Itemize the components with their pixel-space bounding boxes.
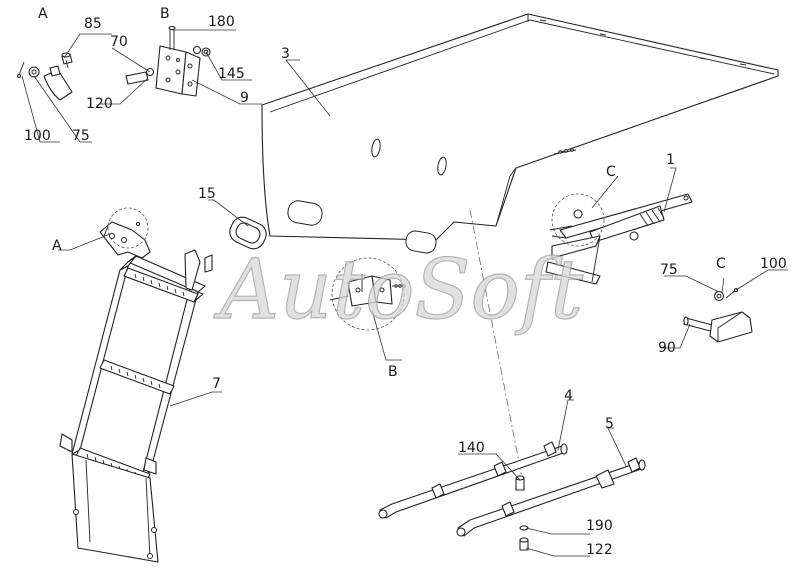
label-part-9: 9 <box>240 90 249 106</box>
label-part-145: 145 <box>218 66 245 82</box>
label-part-120: 120 <box>86 96 113 112</box>
fasteners-lower <box>515 475 529 551</box>
rail-5 <box>456 457 646 537</box>
rail-4 <box>378 441 568 519</box>
detail-b-parts <box>125 25 211 97</box>
label-part-5: 5 <box>605 416 614 432</box>
label-view-c-right: C <box>716 256 726 272</box>
label-part-180: 180 <box>208 14 235 30</box>
label-part-100-left: 100 <box>24 128 51 144</box>
label-part-100-right: 100 <box>760 256 787 272</box>
label-part-70: 70 <box>110 34 128 50</box>
label-part-75-right: 75 <box>660 262 678 278</box>
detail-c-parts <box>683 288 753 343</box>
detail-a-parts <box>17 52 73 101</box>
ladder <box>59 207 213 563</box>
label-part-1: 1 <box>666 152 675 168</box>
label-view-a-ladder: A <box>52 238 62 254</box>
label-part-85: 85 <box>84 16 102 32</box>
label-view-c-bracket: C <box>606 164 616 180</box>
label-part-4: 4 <box>564 388 573 404</box>
label-part-122: 122 <box>586 542 613 558</box>
label-part-140: 140 <box>458 440 485 456</box>
watermark: AutoSoft <box>213 243 584 338</box>
label-part-15: 15 <box>198 186 216 202</box>
hinge-assembly <box>329 257 406 331</box>
label-part-190: 190 <box>586 518 613 534</box>
leader-lines <box>21 29 788 557</box>
grommet <box>229 216 267 250</box>
callout-labels: A B 85 180 70 145 3 120 9 100 75 15 A 1 … <box>24 6 787 558</box>
label-part-75-left: 75 <box>72 128 90 144</box>
label-part-90: 90 <box>658 340 676 356</box>
label-view-a-top: A <box>38 6 48 22</box>
label-view-b-hinge: B <box>388 364 398 380</box>
assembly-centerline <box>469 209 525 489</box>
gas-strut-mechanism <box>545 193 693 285</box>
label-part-7: 7 <box>212 376 221 392</box>
label-part-3: 3 <box>281 46 290 62</box>
cover-panel <box>261 13 779 254</box>
label-view-b-top: B <box>160 6 170 22</box>
